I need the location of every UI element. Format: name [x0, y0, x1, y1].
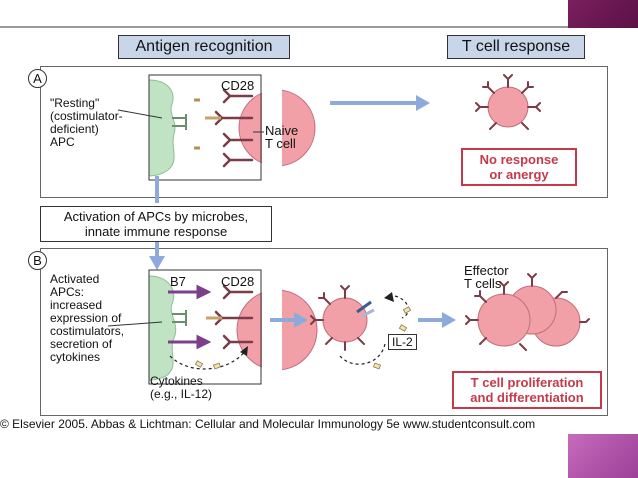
anergic-tcell [475, 74, 541, 130]
apc-cell-resting [148, 79, 176, 177]
activated-tcell [310, 285, 375, 351]
header-antigen-recognition: Antigen recognition [118, 35, 290, 59]
tcr-a [194, 98, 221, 150]
cd28-receptors-a [214, 88, 254, 168]
corner-decoration-top [568, 0, 638, 28]
top-bar [0, 0, 638, 27]
il2-particles [372, 306, 412, 370]
mhc-tcr-complex-a [172, 114, 187, 130]
copyright-footer: © Elsevier 2005. Abbas & Lichtman: Cellu… [0, 417, 536, 431]
cd28-receptors-b [214, 284, 254, 350]
no-response-box: No response or anergy [461, 148, 577, 186]
panel-b-letter: B [28, 251, 47, 270]
corner-decoration-bottom [568, 434, 638, 478]
proliferation-box: T cell proliferation and differentiation [452, 371, 602, 409]
cd28-label-a: CD28 [221, 78, 255, 93]
b7-label: B7 [170, 274, 186, 289]
activation-box: Activation of APCs by microbes, innate i… [40, 206, 272, 242]
panel-a-letter: A [28, 69, 47, 88]
top-divider [0, 26, 568, 28]
effector-tcells [465, 273, 590, 351]
cytokine-secretion-path [169, 349, 247, 370]
resting-apc-label: "Resting" (costimulator- deficient) APC [50, 96, 123, 149]
b7-molecules [168, 284, 212, 350]
cd28-label-b: CD28 [221, 274, 255, 289]
il2-autocrine-loop [394, 295, 409, 319]
naive-tcell-label: Naive T cell [265, 123, 299, 151]
activated-apc-label: Activated APCs: increased expression of … [50, 272, 125, 364]
cytokines-label: Cytokines (e.g., IL-12) [150, 374, 213, 401]
header-tcell-response: T cell response [447, 35, 585, 59]
mhc-tcr-complex-b [172, 310, 187, 326]
cytokine-particles-b [194, 360, 222, 370]
il2-box: IL-2 [388, 334, 417, 350]
effector-tcells-label: Effector T cells [464, 263, 509, 291]
